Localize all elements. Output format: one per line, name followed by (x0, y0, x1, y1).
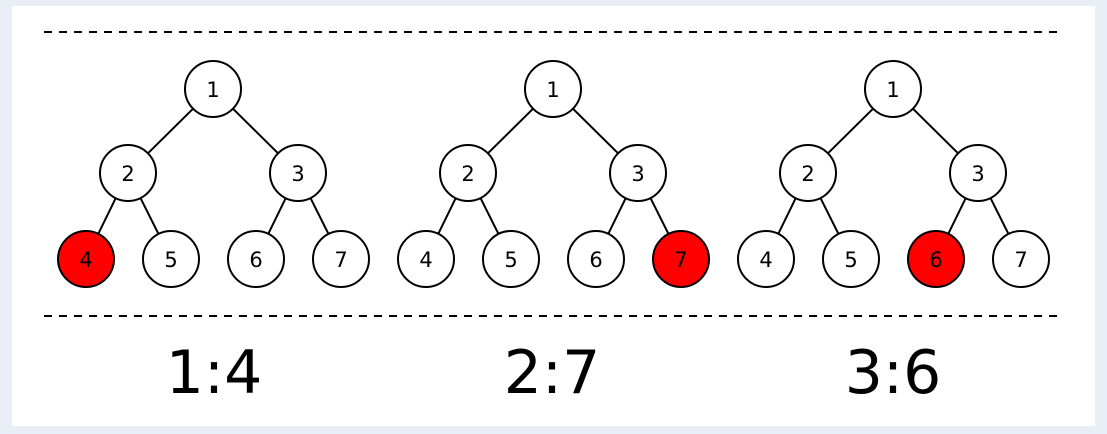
node-circle (567, 230, 625, 288)
tree-node: 1 (524, 60, 582, 118)
node-label: 4 (79, 248, 92, 272)
node-circle (992, 230, 1050, 288)
node-label: 2 (801, 162, 814, 186)
node-label: 5 (844, 248, 857, 272)
node-label: 1 (546, 78, 559, 102)
node-label: 6 (249, 248, 262, 272)
edge-2-4 (777, 197, 797, 235)
node-circle (142, 230, 200, 288)
tree-node: 5 (482, 230, 540, 288)
node-label: 3 (291, 162, 304, 186)
tree-node: 3 (949, 144, 1007, 202)
node-circle (907, 230, 965, 288)
node-circle (397, 230, 455, 288)
caption-tree-2: 2:7 (503, 338, 601, 408)
node-circle (99, 144, 157, 202)
node-label: 3 (971, 162, 984, 186)
edge-3-7 (649, 197, 670, 235)
node-circle (864, 60, 922, 118)
tree-node: 3 (609, 144, 667, 202)
node-label: 1 (206, 78, 219, 102)
tree-3: 1 2 3 4 5 6 7 (737, 60, 1050, 288)
tree-node: 4 (397, 230, 455, 288)
node-label: 7 (334, 248, 347, 272)
highlighted-node: 7 (652, 230, 710, 288)
node-circle (737, 230, 795, 288)
caption-tree-3: 3:6 (844, 338, 942, 408)
tree-node: 2 (439, 144, 497, 202)
tree-node: 3 (269, 144, 327, 202)
node-label: 4 (419, 248, 432, 272)
edge-1-3 (232, 107, 279, 155)
node-circle (779, 144, 837, 202)
edge-2-5 (139, 197, 160, 235)
tree-node: 7 (312, 230, 370, 288)
tree-node: 1 (864, 60, 922, 118)
tree-1: 1 2 3 4 5 6 7 (57, 60, 370, 288)
edge-2-4 (97, 197, 117, 235)
caption-tree-1: 1:4 (165, 338, 263, 408)
node-label: 4 (759, 248, 772, 272)
node-circle (949, 144, 1007, 202)
tree-node: 2 (779, 144, 837, 202)
node-circle (269, 144, 327, 202)
tree-node: 5 (822, 230, 880, 288)
node-circle (57, 230, 115, 288)
node-label: 6 (929, 248, 942, 272)
node-label: 2 (121, 162, 134, 186)
highlighted-node: 4 (57, 230, 115, 288)
node-circle (312, 230, 370, 288)
node-label: 7 (674, 248, 687, 272)
tree-node: 5 (142, 230, 200, 288)
edge-1-3 (572, 107, 619, 155)
edge-1-2 (487, 107, 534, 155)
tree-node: 1 (184, 60, 242, 118)
node-circle (482, 230, 540, 288)
tree-node: 7 (992, 230, 1050, 288)
tree-node: 2 (99, 144, 157, 202)
edge-1-2 (827, 107, 874, 155)
node-circle (609, 144, 667, 202)
tree-node: 6 (567, 230, 625, 288)
node-label: 6 (589, 248, 602, 272)
node-label: 5 (504, 248, 517, 272)
tree-2: 1 2 3 4 5 6 7 (397, 60, 710, 288)
edge-3-6 (947, 197, 967, 235)
edge-3-7 (989, 197, 1010, 235)
node-circle (184, 60, 242, 118)
highlighted-node: 6 (907, 230, 965, 288)
node-circle (652, 230, 710, 288)
edge-1-3 (912, 107, 959, 155)
edge-1-2 (147, 107, 194, 155)
edge-3-6 (607, 197, 627, 235)
node-label: 5 (164, 248, 177, 272)
edge-3-7 (309, 197, 330, 235)
node-label: 2 (461, 162, 474, 186)
edge-2-5 (479, 197, 500, 235)
node-label: 7 (1014, 248, 1027, 272)
node-label: 3 (631, 162, 644, 186)
tree-node: 4 (737, 230, 795, 288)
node-circle (227, 230, 285, 288)
edge-2-4 (437, 197, 457, 235)
node-circle (439, 144, 497, 202)
node-circle (524, 60, 582, 118)
edge-3-6 (267, 197, 287, 235)
edge-2-5 (819, 197, 840, 235)
node-circle (822, 230, 880, 288)
trees-layer: 1 2 3 4 5 6 7 1 2 3 4 5 6 7 1 2 3 4 5 6 7 (57, 60, 1050, 288)
tree-node: 6 (227, 230, 285, 288)
node-label: 1 (886, 78, 899, 102)
